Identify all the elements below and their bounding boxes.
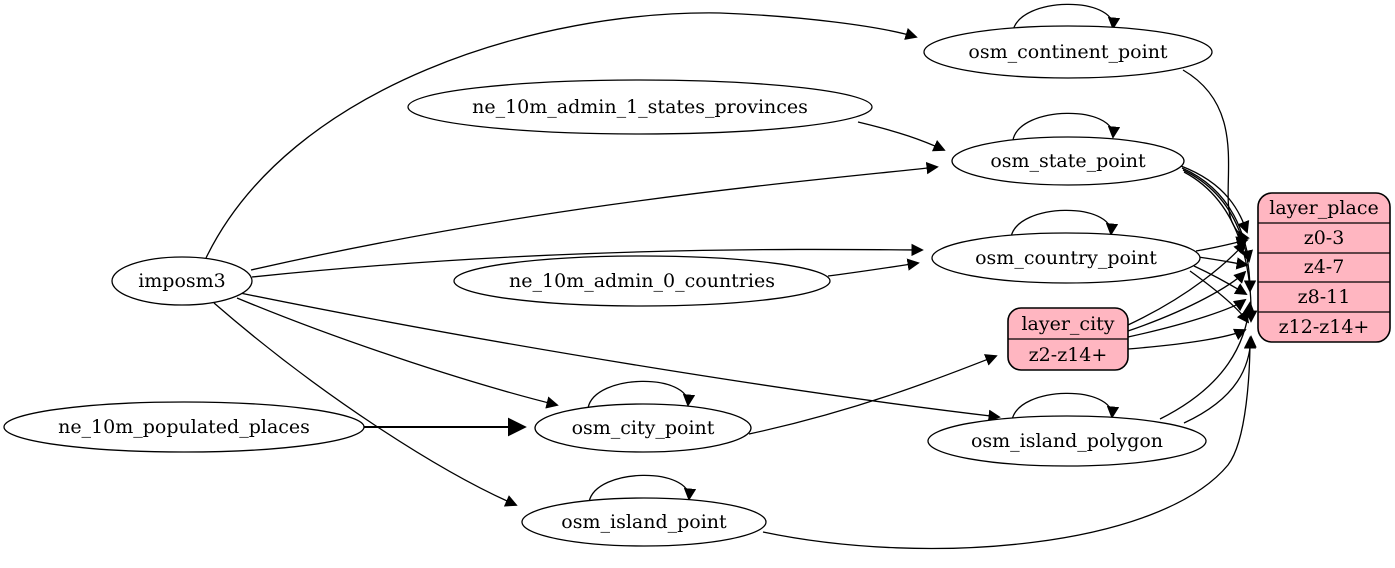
self-loop-osm-state-point: [1012, 112, 1121, 141]
edge-ne-admin1-to-osm-state-point: [857, 121, 946, 152]
node-imposm3: imposm3: [111, 256, 253, 306]
edge-layer-city-to-z12-z14: [1127, 328, 1247, 350]
edge-group: [205, 12, 1258, 550]
node-ne-10m-admin-0-countries: ne_10m_admin_0_countries: [453, 255, 831, 307]
edge-osm-country-point-to-z8-11: [1193, 265, 1248, 295]
node-imposm3-label: imposm3: [138, 270, 226, 292]
edge-osm-state-point-to-z0-3: [1180, 165, 1250, 234]
node-layer-place-shape: [1257, 192, 1391, 343]
node-ne-populated-shape: [3, 401, 365, 453]
node-layer-city-title: layer_city: [1021, 313, 1114, 335]
self-loop-osm-island-polygon: [1011, 392, 1120, 421]
node-layer-place-row-z8-11: z8-11: [1298, 286, 1351, 308]
edge-osm-country-point-to-z12-z14: [1189, 270, 1250, 324]
self-loop-osm-island-point: [588, 474, 697, 503]
edge-osm-island-polygon-to-z12-z14: [1183, 335, 1257, 424]
node-ne-admin0-shape: [453, 255, 831, 307]
edge-imposm3-to-osm-continent-point: [205, 12, 918, 259]
edge-osm-state-point-to-z8-11: [1182, 169, 1257, 293]
node-osm-country-shape: [931, 232, 1201, 284]
self-loop-osm-continent-point: [1012, 3, 1121, 32]
node-osm-island-point: osm_island_point: [521, 497, 767, 547]
node-layer-city: layer_city z2-z14+: [1007, 307, 1129, 371]
edge-osm-country-point-to-z0-3: [1195, 236, 1249, 252]
node-osm-continent-label: osm_continent_point: [968, 41, 1168, 63]
node-layer-place-row-z4-7: z4-7: [1304, 256, 1345, 278]
node-osm-continent-point: osm_continent_point: [923, 25, 1213, 79]
node-osm-continent-shape: [923, 25, 1213, 79]
node-osm-island-polygon-shape: [927, 415, 1207, 467]
self-loop-group: [587, 3, 1121, 503]
edge-osm-country-point-to-z4-7: [1197, 256, 1249, 270]
edge-imposm3-to-osm-island-polygon: [239, 292, 1001, 422]
edge-layer-city-to-z4-7: [1127, 270, 1247, 332]
node-ne-admin1-shape: [407, 79, 873, 135]
node-layer-place-title: layer_place: [1269, 197, 1378, 219]
edge-imposm3-to-osm-city-point: [236, 297, 559, 409]
node-osm-city-point: osm_city_point: [534, 403, 752, 453]
edge-osm-city-point-to-layer-city: [748, 354, 998, 435]
edge-osm-state-point-to-z4-7: [1181, 167, 1253, 263]
self-loop-osm-country-point: [1010, 209, 1119, 238]
node-osm-country-label: osm_country_point: [975, 247, 1157, 269]
node-osm-state-shape: [951, 136, 1185, 186]
node-osm-city-shape: [534, 403, 752, 453]
edge-layer-city-to-z0-3: [1127, 241, 1247, 326]
node-osm-country-point: osm_country_point: [931, 232, 1201, 284]
edge-osm-island-point-to-z12-z14: [762, 336, 1257, 550]
edge-imposm3-to-osm-country-point: [251, 243, 924, 278]
node-osm-city-label: osm_city_point: [572, 417, 715, 439]
edge-imposm3-to-osm-state-point: [250, 162, 939, 271]
node-osm-state-label: osm_state_point: [990, 150, 1146, 172]
node-ne-populated-label: ne_10m_populated_places: [58, 416, 310, 438]
self-loop-osm-city-point: [587, 380, 696, 409]
node-ne-10m-populated-places: ne_10m_populated_places: [3, 401, 365, 453]
node-osm-state-point: osm_state_point: [951, 136, 1185, 186]
edge-ne-admin0-to-osm-country-point: [827, 258, 920, 277]
node-imposm3-shape: [111, 256, 253, 306]
node-osm-island-polygon: osm_island_polygon: [927, 415, 1207, 467]
edge-osm-island-polygon-to-z8-11: [1159, 301, 1256, 420]
node-osm-island-point-label: osm_island_point: [561, 511, 727, 533]
node-osm-island-polygon-label: osm_island_polygon: [971, 430, 1163, 452]
edge-layer-city-to-z8-11: [1127, 298, 1247, 338]
node-ne-admin1-label: ne_10m_admin_1_states_provinces: [472, 96, 808, 118]
node-layer-place-row-z12-z14: z12-z14+: [1279, 316, 1370, 338]
node-layer-place-row-z0-3: z0-3: [1304, 227, 1345, 249]
node-layer-city-row-z2-z14: z2-z14+: [1029, 344, 1108, 366]
node-ne-admin0-label: ne_10m_admin_0_countries: [509, 270, 775, 292]
node-layer-place: layer_place z0-3 z4-7 z8-11 z12-z14+: [1257, 192, 1391, 343]
node-osm-island-point-shape: [521, 497, 767, 547]
node-ne-10m-admin-1-states-provinces: ne_10m_admin_1_states_provinces: [407, 79, 873, 135]
